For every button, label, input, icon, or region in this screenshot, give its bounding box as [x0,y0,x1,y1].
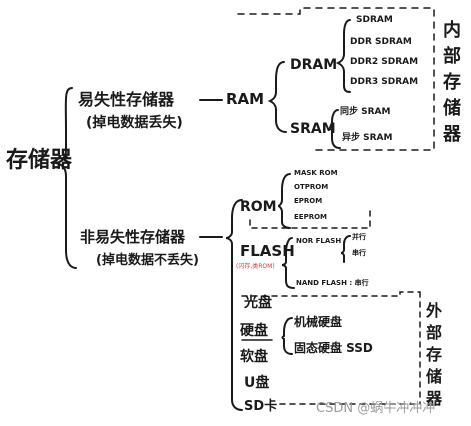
external-memory-label: 外部存储器 [425,301,442,408]
rom-type-eprom: EPROM [294,197,323,205]
rom-type-eeprom: EEPROM [294,213,328,221]
nonvolatile-memory-label: 非易失性存储器 [80,228,186,246]
sram-label: SRAM [290,121,336,137]
ssd-label: 固态硬盘 SSD [294,341,373,355]
dram-type-ddr3-sdram: DDR3 SDRAM [350,77,419,87]
usb-drive-label: U盘 [244,375,270,391]
sram-type-async: 异步 SRAM [342,133,393,143]
volatile-memory-label: 易失性存储器 [78,90,175,109]
root-label: 存储器 [6,148,73,173]
dram-type-ddr2-sdram: DDR2 SDRAM [350,57,419,67]
nonvolatile-memory-note: (掉电数据不丢失) [96,253,199,268]
volatile-memory-note: (掉电数据丢失) [86,115,183,131]
ram-label: RAM [226,90,265,108]
nor-flash-note-1: 并行 [352,233,366,241]
dram-type-ddr-sdram: DDR SDRAM [350,37,412,47]
sd-card-label: SD卡 [244,399,278,414]
floppy-disk-label: 软盘 [240,349,268,365]
nand-flash-label: NAND FLASH : 串行 [296,279,369,287]
rom-type-otprom: OTPROM [294,183,329,191]
nor-flash-label: NOR FLASH [296,237,342,245]
dram-type-sdram: SDRAM [356,15,393,25]
flash-note: (闪存,类ROM) [236,263,275,270]
optical-disc-label: 光盘 [244,295,272,311]
hdd-label: 机械硬盘 [294,315,343,329]
sram-type-sync: 同步 SRAM [340,107,391,117]
nor-flash-note-2: 串行 [352,249,366,257]
rom-label: ROM [240,199,277,215]
dram-label: DRAM [290,57,338,73]
hard-disk-label: 硬盘 [240,323,268,339]
rom-type-mask-rom: MASK ROM [294,169,338,177]
internal-memory-label: 内部存储器 [443,20,461,145]
watermark: CSDN @蜗牛冲冲冲 [316,401,436,416]
flash-label: FLASH [240,242,295,260]
